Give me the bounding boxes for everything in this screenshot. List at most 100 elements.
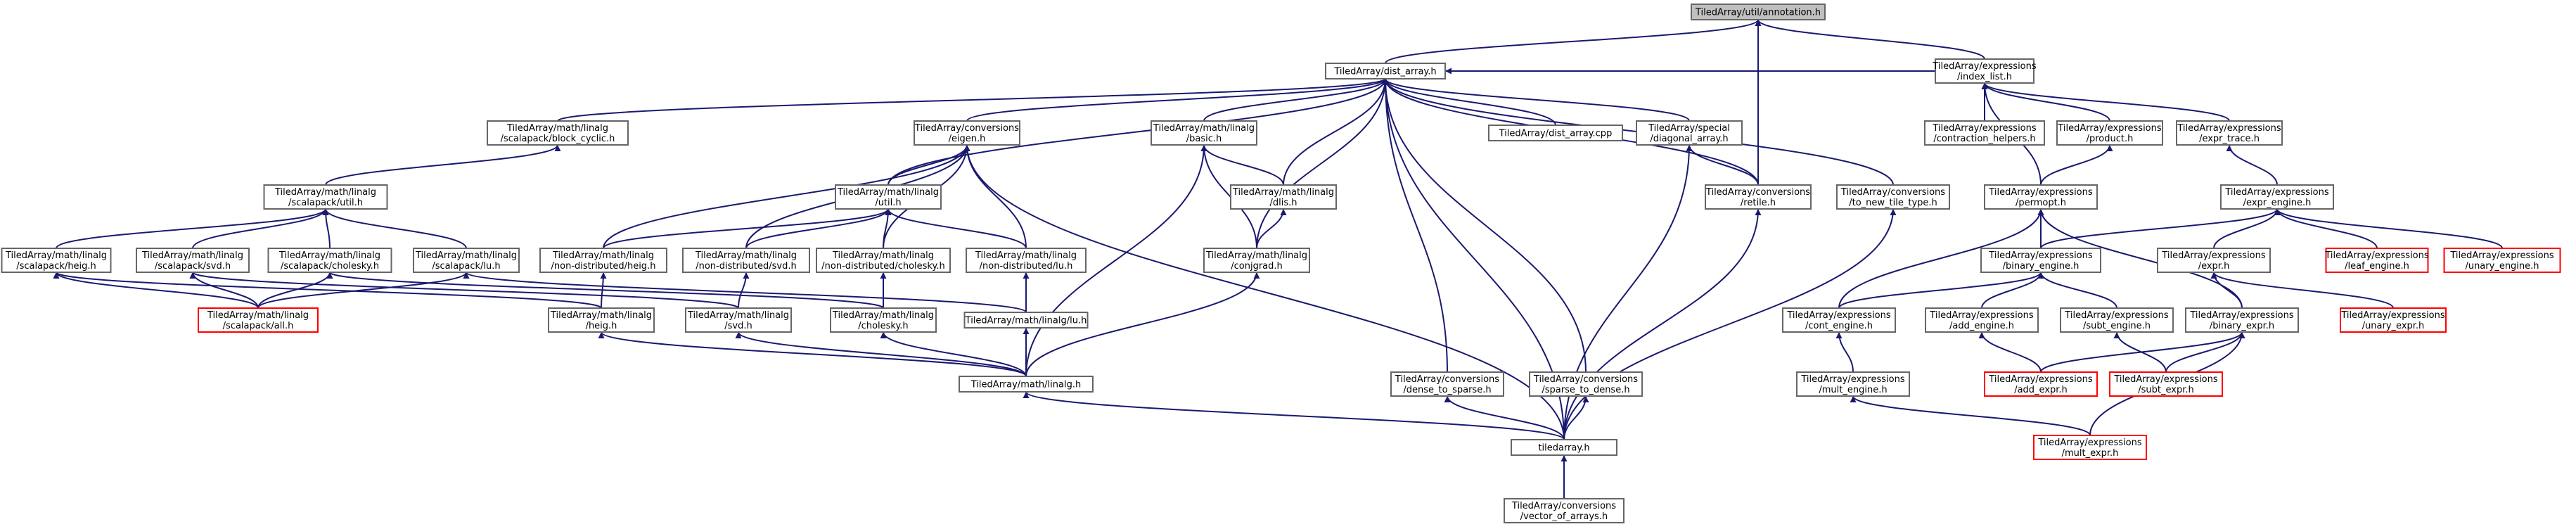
node-mult_expr[interactable]: TiledArray/expressions/mult_expr.h	[2033, 435, 2147, 460]
node-box-diagonal_array	[1636, 120, 1743, 146]
node-nd_heig[interactable]: TiledArray/math/linalg/non-distributed/h…	[539, 248, 667, 273]
node-vector_of_arrays[interactable]: TiledArray/conversions/vector_of_arrays.…	[1504, 498, 1625, 523]
edge-conjgrad-to-dlis	[1256, 208, 1287, 249]
node-binary_expr[interactable]: TiledArray/expressions/binary_expr.h	[2185, 307, 2299, 333]
edge-sp_cholesky-to-sp_util	[322, 208, 331, 249]
node-subt_expr[interactable]: TiledArray/expressions/subt_expr.h	[2109, 371, 2223, 397]
node-conjgrad[interactable]: TiledArray/math/linalg/conjgrad.h	[1203, 248, 1310, 273]
node-mult_engine[interactable]: TiledArray/expressions/mult_engine.h	[1796, 371, 1910, 397]
node-svd[interactable]: TiledArray/math/linalg/svd.h	[685, 307, 792, 333]
node-lu[interactable]: TiledArray/math/linalg/lu.h	[963, 312, 1089, 329]
node-diagonal_array[interactable]: TiledArray/special/diagonal_array.h	[1636, 120, 1743, 146]
node-box-tiledarray	[1511, 439, 1617, 456]
node-box-mult_engine	[1796, 371, 1910, 397]
node-label-linalg_util-0: TiledArray/math/linalg	[837, 187, 939, 198]
edge-mult_engine-to-cont_engine	[1835, 331, 1854, 373]
node-retile[interactable]: TiledArray/conversions/retile.h	[1705, 184, 1812, 210]
node-label-nd_svd-0: TiledArray/math/linalg	[695, 250, 797, 261]
edge-product-to-index_list	[1981, 82, 2110, 122]
node-sp_lu[interactable]: TiledArray/math/linalg/scalapack/lu.h	[413, 248, 520, 273]
node-label-permopt-0: TiledArray/expressions	[1988, 187, 2093, 198]
node-dlis[interactable]: TiledArray/math/linalg/dlis.h	[1230, 184, 1337, 210]
node-label-sp_lu-0: TiledArray/math/linalg	[415, 250, 517, 261]
node-dist_array[interactable]: TiledArray/dist_array.h	[1325, 63, 1446, 79]
node-label-cholesky-0: TiledArray/math/linalg	[832, 310, 934, 321]
node-sp_all[interactable]: TiledArray/math/linalg/scalapack/all.h	[198, 307, 319, 333]
node-label-vector_of_arrays-1: /vector_of_arrays.h	[1520, 511, 1608, 522]
node-linalg_util[interactable]: TiledArray/math/linalg/util.h	[835, 184, 942, 210]
node-expr[interactable]: TiledArray/expressions/expr.h	[2157, 248, 2271, 273]
node-heig[interactable]: TiledArray/math/linalg/heig.h	[548, 307, 655, 333]
node-expr_trace[interactable]: TiledArray/expressions/expr_trace.h	[2176, 120, 2283, 146]
node-permopt[interactable]: TiledArray/expressions/permopt.h	[1984, 184, 2098, 210]
node-box-subt_engine	[2060, 307, 2174, 333]
node-cont_engine[interactable]: TiledArray/expressions/cont_engine.h	[1782, 307, 1896, 333]
edge-nd_heig-to-linalg_util	[603, 208, 892, 249]
node-contraction_helpers[interactable]: TiledArray/expressions/contraction_helpe…	[1924, 120, 2045, 146]
node-tiledarray[interactable]: tiledarray.h	[1511, 439, 1617, 456]
node-to_new_tile_type[interactable]: TiledArray/conversions/to_new_tile_type.…	[1836, 184, 1950, 210]
node-dense_to_sparse[interactable]: TiledArray/conversions/dense_to_sparse.h	[1390, 371, 1504, 397]
edge-linalg-to-svd	[735, 331, 1027, 377]
node-add_expr[interactable]: TiledArray/expressions/add_expr.h	[1984, 371, 2098, 397]
node-root[interactable]: TiledArray/util/annotation.h	[1691, 4, 1826, 20]
edge-tiledarray-to-retile	[1563, 208, 1762, 440]
node-expr_engine[interactable]: TiledArray/expressions/expr_engine.h	[2220, 184, 2334, 210]
node-sparse_to_dense[interactable]: TiledArray/conversions/sparse_to_dense.h	[1529, 371, 1643, 397]
node-basic[interactable]: TiledArray/math/linalg/basic.h	[1151, 120, 1257, 146]
edge-unary_expr-to-expr	[2210, 272, 2394, 309]
node-product[interactable]: TiledArray/expressions/product.h	[2056, 120, 2163, 146]
node-dist_array_cpp[interactable]: TiledArray/dist_array.cpp	[1488, 125, 1623, 141]
node-binary_engine[interactable]: TiledArray/expressions/binary_engine.h	[1980, 248, 2101, 273]
node-sp_heig[interactable]: TiledArray/math/linalg/scalapack/heig.h	[1, 248, 112, 273]
node-index_list[interactable]: TiledArray/expressions/index_list.h	[1932, 58, 2037, 84]
node-sp_cholesky[interactable]: TiledArray/math/linalg/scalapack/cholesk…	[267, 248, 392, 273]
node-sp_svd[interactable]: TiledArray/math/linalg/scalapack/svd.h	[136, 248, 250, 273]
edge-heig-to-nd_heig	[600, 272, 607, 309]
node-nd_lu[interactable]: TiledArray/math/linalg/non-distributed/l…	[966, 248, 1087, 273]
node-leaf_engine[interactable]: TiledArray/expressions/leaf_engine.h	[2324, 248, 2429, 273]
node-cholesky[interactable]: TiledArray/math/linalg/cholesky.h	[830, 307, 937, 333]
node-box-permopt	[1984, 184, 2098, 210]
node-box-nd_heig	[539, 248, 667, 273]
node-add_engine[interactable]: TiledArray/expressions/add_engine.h	[1925, 307, 2039, 333]
node-unary_engine[interactable]: TiledArray/expressions/unary_engine.h	[2443, 248, 2561, 273]
node-unary_expr[interactable]: TiledArray/expressions/unary_expr.h	[2340, 307, 2447, 333]
node-label-add_engine-0: TiledArray/expressions	[1929, 310, 2034, 321]
node-box-expr_trace	[2176, 120, 2283, 146]
node-label-binary_engine-0: TiledArray/expressions	[1988, 250, 2093, 261]
node-label-svd-1: /svd.h	[724, 321, 752, 331]
edge-nd_lu-to-linalg_util	[885, 208, 1027, 249]
node-label-cont_engine-0: TiledArray/expressions	[1786, 310, 1891, 321]
edge-cholesky-to-sp_cholesky	[326, 272, 884, 309]
node-sp_util[interactable]: TiledArray/math/linalg/scalapack/util.h	[263, 184, 388, 210]
node-box-cont_engine	[1782, 307, 1896, 333]
node-label-basic-0: TiledArray/math/linalg	[1153, 123, 1255, 134]
node-box-leaf_engine	[2325, 248, 2429, 273]
node-nd_cholesky[interactable]: TiledArray/math/linalg/non-distributed/c…	[816, 248, 951, 273]
node-label-expr-1: /expr.h	[2198, 261, 2230, 272]
node-label-diagonal_array-1: /diagonal_array.h	[1650, 134, 1728, 144]
node-linalg[interactable]: TiledArray/math/linalg.h	[959, 376, 1094, 393]
node-box-sp_heig	[1, 248, 112, 273]
node-box-sp_all	[198, 307, 319, 333]
edge-linalg_util-to-dist_array	[887, 78, 1389, 186]
node-nd_svd[interactable]: TiledArray/math/linalg/non-distributed/s…	[682, 248, 810, 273]
node-box-binary_engine	[1980, 248, 2101, 273]
node-label-product-1: /product.h	[2087, 134, 2134, 144]
node-box-unary_engine	[2443, 248, 2561, 273]
node-label-lu-0: TiledArray/math/linalg/lu.h	[965, 316, 1087, 326]
node-label-sp_heig-1: /scalapack/heig.h	[16, 261, 96, 272]
edge-nd_svd-to-linalg_util	[745, 208, 892, 249]
edge-tiledarray-to-linalg	[1023, 391, 1565, 440]
edge-nd_cholesky-to-linalg_util	[883, 208, 892, 249]
node-label-tiledarray-0: tiledarray.h	[1538, 443, 1589, 454]
edge-add_expr-to-add_engine	[1978, 331, 2042, 373]
node-label-leaf_engine-1: /leaf_engine.h	[2345, 261, 2409, 272]
edge-svd-to-nd_svd	[738, 272, 750, 309]
edge-subt_engine-to-binary_engine	[2037, 272, 2117, 309]
node-label-contraction_helpers-1: /contraction_helpers.h	[1933, 134, 2035, 144]
node-subt_engine[interactable]: TiledArray/expressions/subt_engine.h	[2060, 307, 2174, 333]
node-conv_eigen[interactable]: TiledArray/conversions/eigen.h	[914, 120, 1020, 146]
node-block_cyclic[interactable]: TiledArray/math/linalg/scalapack/block_c…	[487, 120, 629, 146]
